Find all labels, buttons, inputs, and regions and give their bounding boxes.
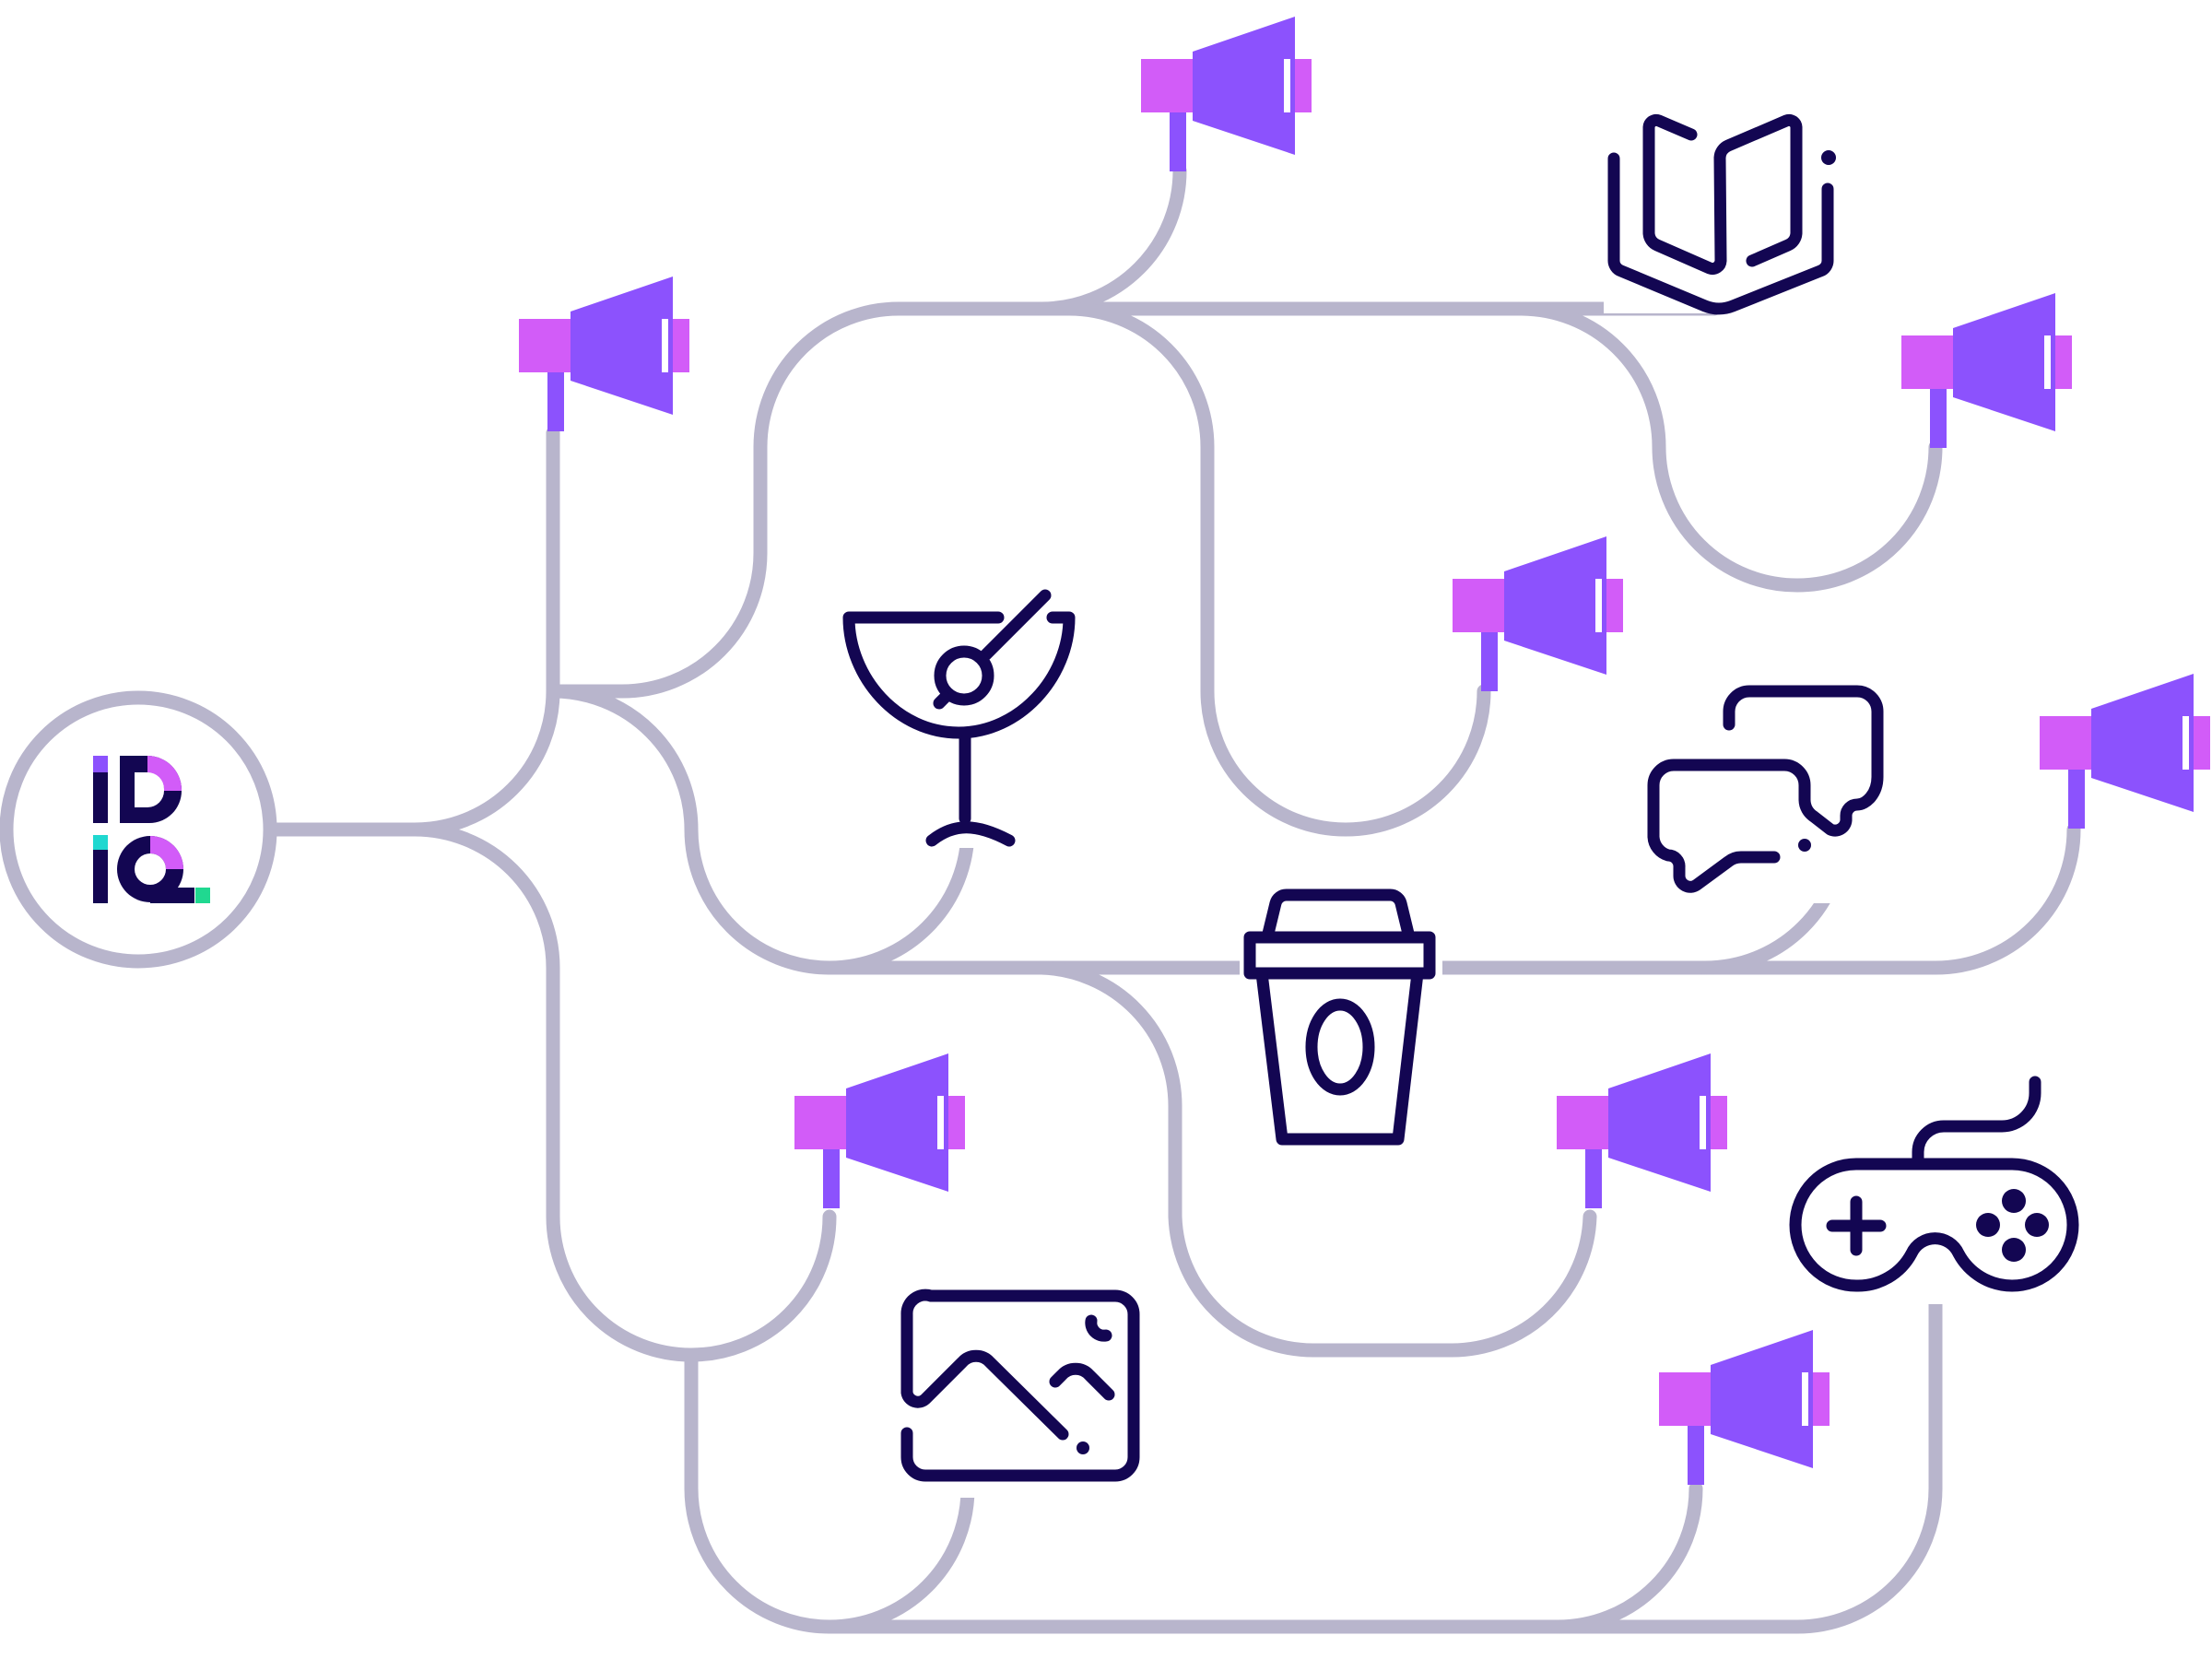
megaphone-center — [1453, 536, 1623, 691]
game-controller-icon — [1788, 1074, 2092, 1304]
logo-circle — [0, 690, 277, 969]
coffee-cup-icon — [1240, 885, 1442, 1152]
chat-bubbles-icon — [1636, 677, 1894, 903]
megaphone-upper-right — [1901, 293, 2072, 448]
picture-frame-icon — [889, 1277, 1152, 1498]
route-lines — [260, 163, 2081, 1634]
megaphone-far-right — [2040, 674, 2210, 829]
logo — [0, 690, 277, 969]
book-icon — [1604, 106, 1843, 315]
megaphone-top-center — [1141, 17, 1312, 171]
megaphone-bottom-right — [1659, 1330, 1830, 1485]
megaphone-lower-right — [1557, 1053, 1727, 1208]
megaphone-upper-left — [519, 276, 689, 431]
logo-mark — [93, 756, 210, 903]
cocktail-glass-icon — [834, 581, 1088, 848]
megaphone-lower-left — [794, 1053, 965, 1208]
